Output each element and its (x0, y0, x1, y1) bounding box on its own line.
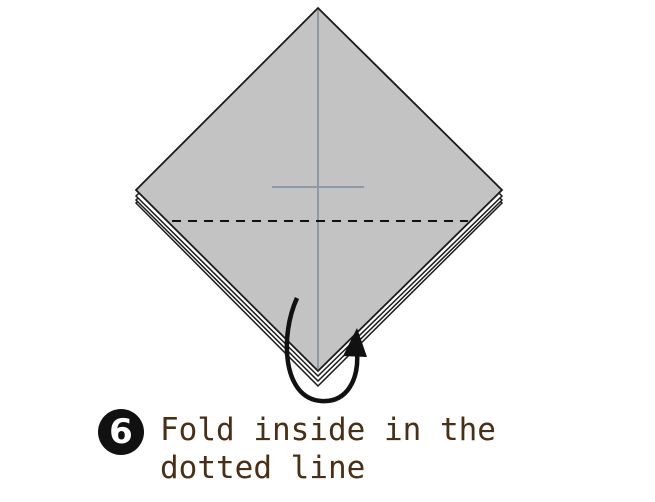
instruction-line-2: dotted line (160, 450, 366, 486)
step-instruction: Fold inside in the dotted line (160, 411, 640, 487)
curved-fold-arrow-icon (284, 297, 367, 404)
instruction-line-1: Fold inside in the (160, 412, 496, 448)
step-number-badge: 6 (98, 409, 144, 455)
